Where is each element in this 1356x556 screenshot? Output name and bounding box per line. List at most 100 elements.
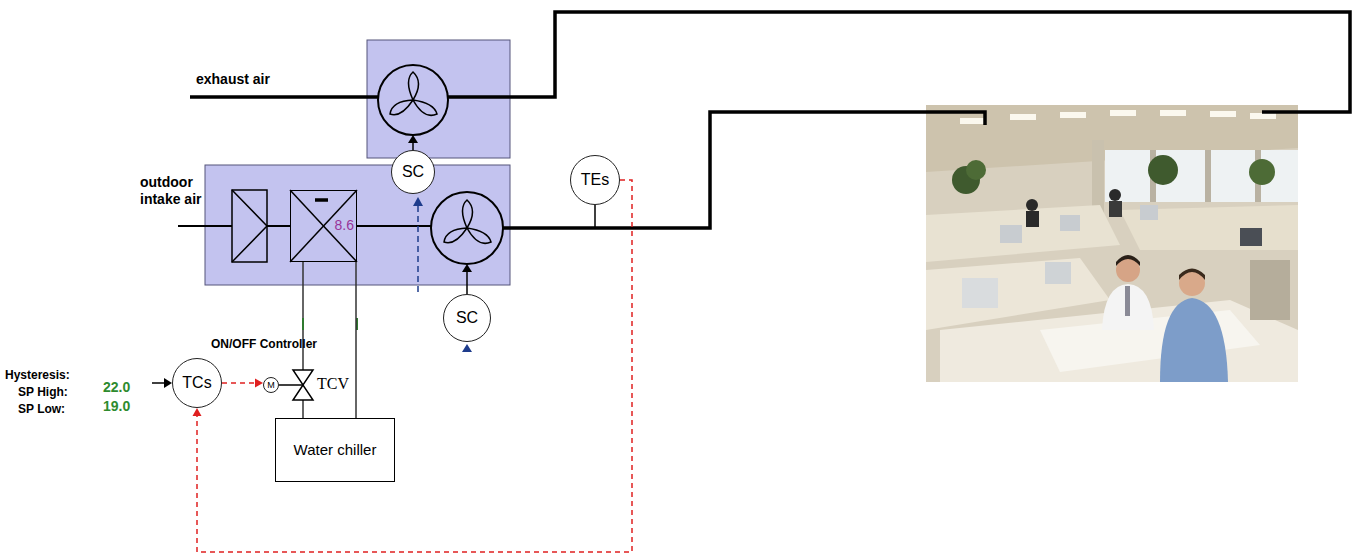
supply-unit-housing-part (205, 165, 510, 285)
filter-symbol-part (232, 190, 267, 262)
control-valve-symbol (279, 370, 313, 400)
office-illustration-part (1148, 155, 1178, 185)
office-illustration-part (1205, 150, 1211, 202)
office-illustration-part (1060, 215, 1080, 231)
speed-signal-line-part (413, 197, 423, 206)
office-illustration-part (1045, 262, 1071, 284)
node-text: 8.6 (333, 217, 356, 234)
supply-duct-part (357, 225, 431, 227)
signal-connector (197, 180, 632, 552)
filter-symbol-part (232, 190, 267, 262)
supply-duct-part (267, 225, 290, 227)
office-illustration-part (1026, 199, 1038, 211)
office-illustration-part (1102, 284, 1154, 330)
exhaust-fan-symbol-part (409, 72, 419, 100)
flow-label: outdoor intake air (140, 174, 218, 208)
supply-fan-symbol-part (431, 192, 503, 264)
supply-duct-part (178, 225, 232, 227)
speed-controller: SC (443, 294, 491, 342)
temperature-controller: TCs (172, 358, 222, 408)
valve-tag: TCV (317, 374, 349, 393)
sensor-stem-part (594, 205, 596, 228)
office-illustration-part (926, 205, 1120, 262)
cooling-coil: 8.6 (290, 190, 357, 262)
cooling-coil-symbol (290, 190, 357, 262)
node-text: M (267, 380, 275, 391)
hysteresis-label: Hysteresis: (5, 368, 70, 382)
node-text: TCs (182, 373, 211, 392)
setpoint-label: SP High: (18, 385, 68, 399)
office-illustration-part (1240, 228, 1262, 246)
office-illustration-part (1120, 205, 1298, 250)
setpoint-arrow-part (152, 382, 165, 384)
office-illustration-part (1026, 211, 1039, 227)
node-text: SC (402, 162, 424, 181)
speed-control-arrow-part (466, 271, 468, 294)
office-illustration-part (1000, 225, 1022, 243)
controller-title: ON/OFF Controller (211, 337, 317, 351)
office-illustration-part (1250, 260, 1290, 320)
cooling-coil-symbol-part (290, 190, 357, 262)
arrow-head (255, 379, 263, 388)
office-illustration-part (1160, 110, 1186, 116)
exhaust-duct-part (190, 95, 378, 99)
office-illustration-part (1140, 205, 1158, 220)
sensor-stem (595, 205, 596, 228)
setpoint-arrow-part (164, 378, 172, 388)
chilled-water-pipe-part (302, 400, 304, 418)
office-illustration-part (1110, 110, 1136, 116)
exhaust-duct-part (448, 12, 1350, 112)
supply-fan-symbol-part (444, 228, 467, 243)
supply-duct-part (503, 112, 985, 228)
supply-unit-housing (205, 165, 510, 285)
speed-control-arrow-part (412, 142, 414, 150)
water-chiller: Water chiller (275, 418, 395, 482)
office-illustration-part (1116, 255, 1140, 266)
exhaust-fan-symbol-part (390, 100, 413, 115)
exhaust-fan-symbol-part (413, 100, 437, 115)
valve-motor: M (263, 377, 279, 393)
supply-fan-symbol-part (463, 200, 473, 228)
supply-fan-symbol (431, 192, 503, 264)
speed-control-arrow-part (408, 135, 418, 143)
office-illustration-part (1210, 111, 1236, 117)
office-illustration-part (1160, 298, 1228, 382)
control-valve-symbol-part (279, 384, 303, 386)
office-illustration-part (960, 118, 986, 124)
setpoint-value: 22.0 (103, 379, 130, 396)
node-text: TEs (581, 170, 609, 189)
speed-signal-line-part (462, 344, 472, 352)
exhaust-fan-symbol-part (378, 65, 448, 135)
speed-signal-line-part (417, 206, 419, 292)
office-illustration-part (926, 105, 1298, 382)
office-illustration-part (1109, 189, 1121, 201)
speed-controller: SC (391, 150, 435, 194)
node-text: SC (456, 308, 478, 327)
office-illustration-part (1179, 269, 1205, 281)
supply-fan-symbol-part (467, 228, 491, 243)
filter-symbol (232, 190, 267, 262)
chilled-water-pipe-part (302, 318, 304, 330)
signal-connector (222, 382, 256, 384)
office-illustration-part (966, 160, 986, 180)
node-text: Water chiller (294, 441, 377, 459)
cooling-coil-symbol-part (290, 190, 357, 262)
temperature-sensor: TEs (570, 155, 620, 205)
office-illustration-part (1010, 114, 1036, 120)
office-illustration-part (1060, 112, 1086, 118)
office-illustration-part (1250, 113, 1276, 119)
exhaust-fan-symbol (378, 65, 448, 135)
setpoint-value: 19.0 (103, 398, 130, 415)
office-illustration-part (1109, 201, 1122, 217)
control-valve-symbol-part (293, 385, 313, 400)
setpoint-label: SP Low: (18, 402, 65, 416)
exhaust-duct (190, 12, 1350, 112)
speed-control-arrow-part (462, 264, 472, 272)
office-illustration-part (1125, 286, 1130, 316)
flow-label: exhaust air (196, 71, 270, 88)
supply-duct (178, 112, 985, 228)
office-illustration-part (1249, 159, 1275, 185)
control-valve-symbol-part (293, 370, 313, 385)
office-illustration-part (962, 278, 998, 308)
